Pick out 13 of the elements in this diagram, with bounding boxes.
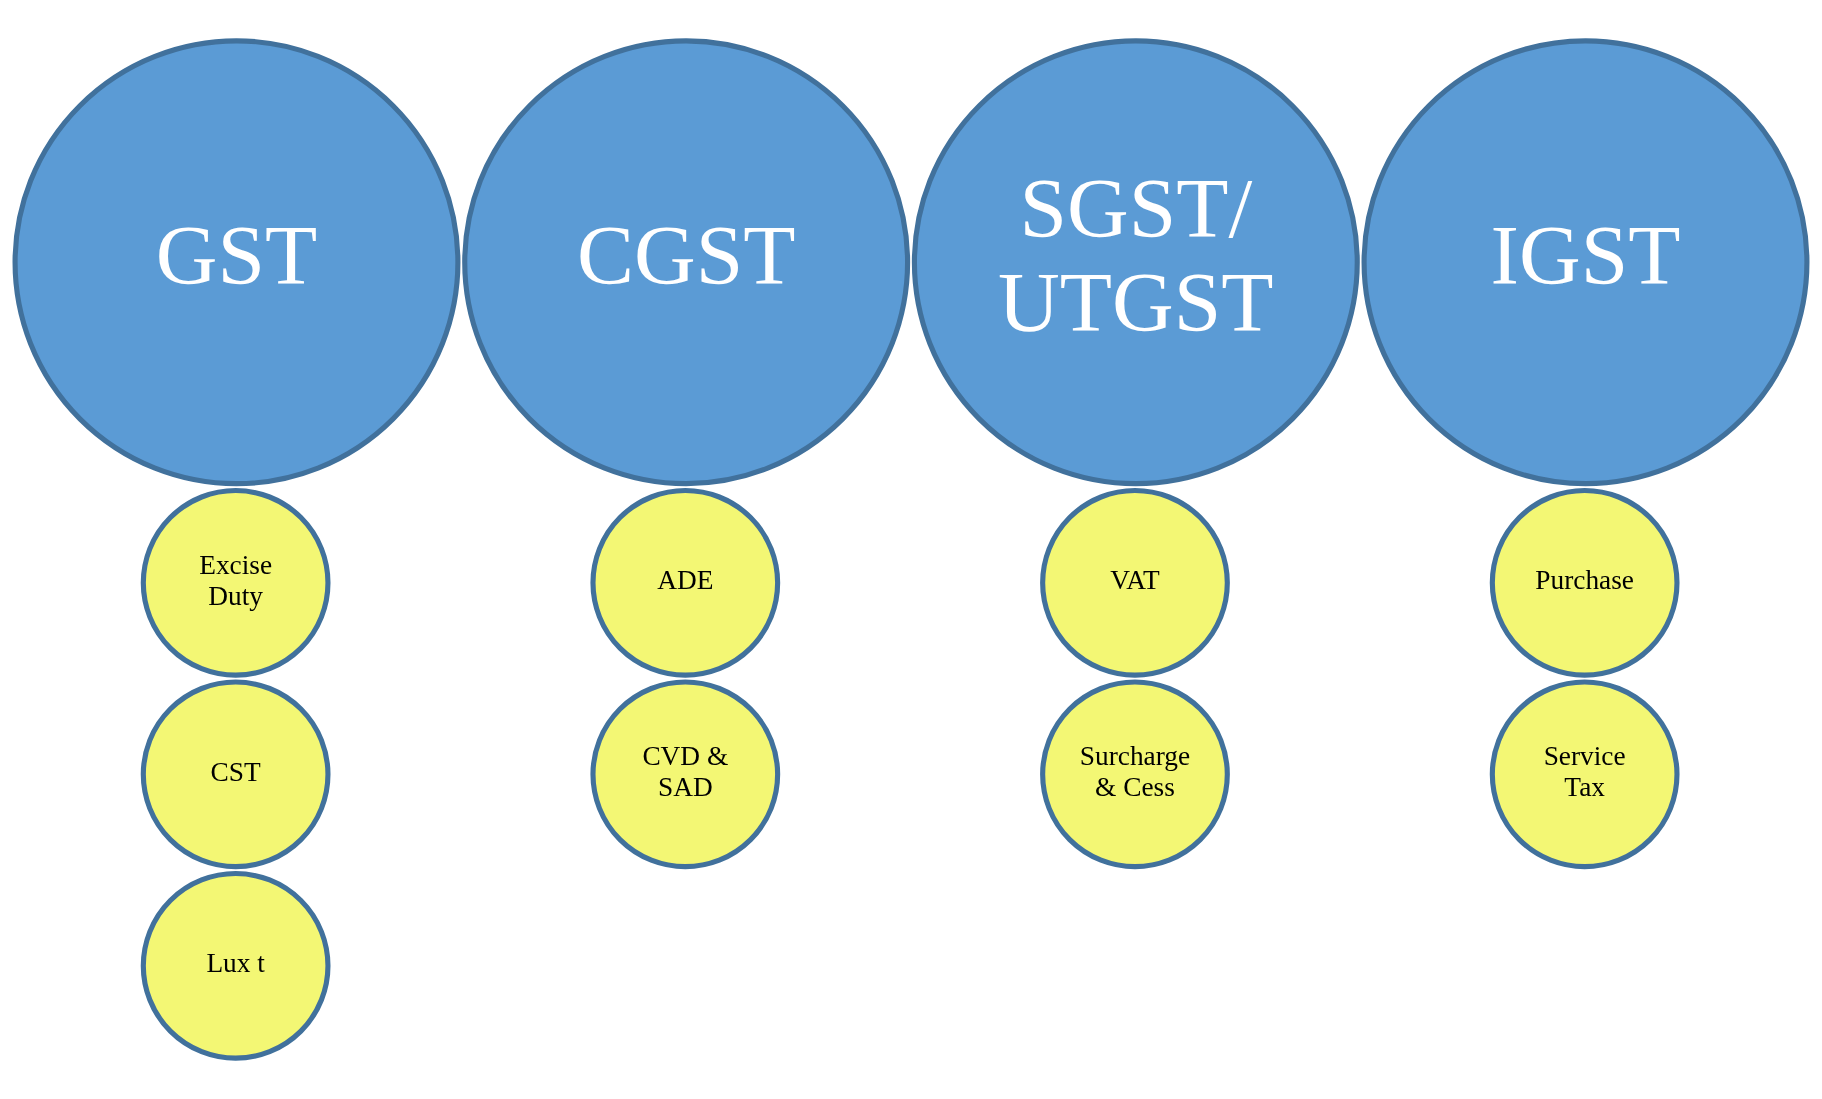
node-circle: CVD & SAD: [590, 679, 781, 870]
node-circle: Lux t: [140, 870, 331, 1061]
node-circle: Service Tax: [1489, 679, 1680, 870]
node-circle: Excise Duty: [140, 487, 331, 678]
node-circle: Surcharge & Cess: [1040, 679, 1230, 870]
node-circle: CGST: [462, 38, 911, 487]
node-circle: Purchase: [1489, 487, 1680, 678]
node-circle: CST: [140, 679, 331, 870]
node-circle: GST: [12, 38, 461, 487]
node-circle: IGST: [1361, 38, 1810, 487]
node-circle: VAT: [1040, 487, 1230, 678]
node-circle: ADE: [590, 487, 781, 678]
node-circle: SGST/ UTGST: [911, 38, 1360, 487]
